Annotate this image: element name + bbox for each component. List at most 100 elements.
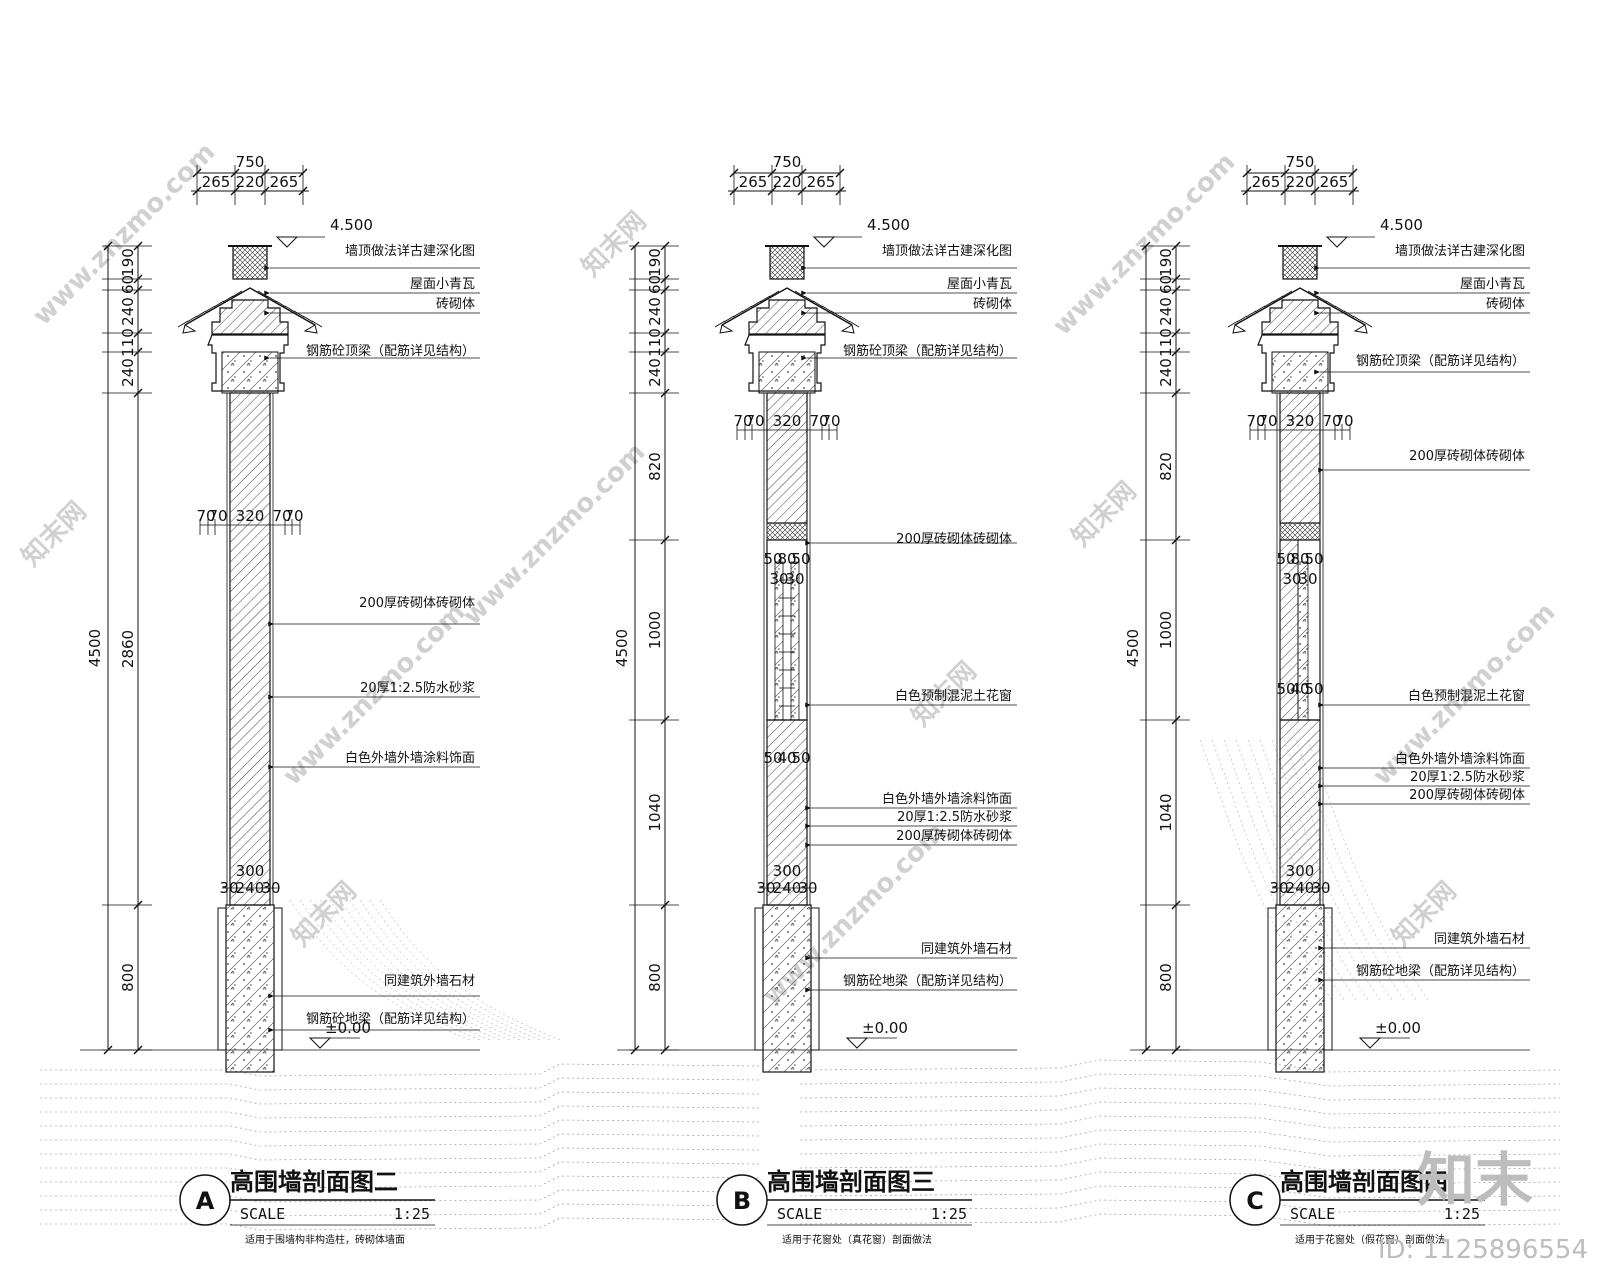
dim-upper-part: 70	[733, 412, 752, 430]
wall-cap-block	[769, 245, 805, 280]
window-lintel	[766, 522, 808, 541]
contour-line	[40, 1105, 761, 1119]
brand-watermark: 知末 ID: 1125896554	[1378, 1146, 1588, 1265]
tile-right	[311, 320, 323, 328]
brick-wall	[229, 392, 271, 906]
dim-top-part: 220	[773, 173, 802, 191]
material-note: 钢筋砼地梁（配筋详见结构）	[843, 973, 1012, 989]
elevation-zero-marker	[1358, 1037, 1382, 1049]
dim-upper-part: 70	[745, 412, 764, 430]
contour-line	[799, 1143, 1561, 1157]
dimension-tick	[133, 388, 143, 398]
dimension-tick	[133, 274, 143, 284]
elevation-zero-marker	[308, 1037, 332, 1049]
tile-right	[1352, 315, 1364, 323]
material-note: 屋面小青瓦	[947, 277, 1012, 292]
dimension-tick	[1242, 168, 1252, 178]
contour-line	[1295, 739, 1417, 1001]
contour-line	[40, 1063, 761, 1077]
dimension-tick	[260, 168, 270, 178]
beam-frame	[744, 334, 826, 392]
beam-frame	[1257, 334, 1339, 392]
ground-beam	[1275, 904, 1325, 1073]
dim-total-height: 4500	[613, 629, 631, 667]
contour-line	[369, 899, 551, 1041]
dim-top-total: 750	[1286, 153, 1315, 171]
dim-base-part: 30	[219, 879, 238, 897]
dimension-tick	[1280, 186, 1290, 196]
tile-left	[750, 300, 762, 308]
section-title: 高围墙剖面图四	[1280, 1168, 1448, 1196]
dimension-tick	[660, 715, 670, 725]
contour-line	[40, 1091, 761, 1105]
dimension-tick	[133, 285, 143, 295]
dim-window-top: 50	[1276, 550, 1295, 568]
dim-window-top: 50	[763, 550, 782, 568]
dimension-tick	[230, 168, 240, 178]
tile-right	[1307, 290, 1319, 298]
brand-logo-text: 知末	[1417, 1146, 1533, 1214]
dimension-tick	[192, 186, 202, 196]
tile-right	[839, 315, 851, 323]
dim-window-top: 50	[1304, 550, 1323, 568]
watermark-text: 知末网	[1066, 476, 1142, 552]
dim-segment: 800	[119, 963, 137, 992]
tile-left	[768, 290, 780, 298]
contour-line	[309, 899, 491, 1041]
scale-label: SCALE	[240, 1205, 285, 1223]
dim-top-part: 265	[1252, 173, 1281, 191]
dimension-tick	[133, 900, 143, 910]
contour-line	[1223, 739, 1345, 1001]
wall-cap-block	[1282, 245, 1318, 280]
roof-eave	[1232, 324, 1368, 334]
section-id: C	[1246, 1187, 1264, 1215]
dim-window-bottom: 50	[763, 749, 782, 767]
contour-line	[799, 1115, 1561, 1129]
dimension-tick	[660, 347, 670, 357]
tile-right	[821, 305, 833, 313]
concrete-top-beam	[221, 351, 279, 394]
contour-line	[799, 1171, 1561, 1185]
dimension-tick	[192, 168, 202, 178]
dim-window-top: 50	[791, 550, 810, 568]
contour-line	[40, 1161, 761, 1175]
dim-segment: 190	[646, 248, 664, 277]
dimension-tick	[729, 186, 739, 196]
dim-top-total: 750	[236, 153, 265, 171]
dim-window-top2: 30	[1298, 570, 1317, 588]
dim-upper-part: 70	[272, 507, 291, 525]
dimension-tick	[660, 388, 670, 398]
material-note: 墙顶做法详古建深化图	[882, 244, 1012, 259]
material-note: 白色预制混泥土花窗	[1408, 688, 1525, 704]
dim-total-height: 4500	[1124, 629, 1142, 667]
contour-line	[799, 1101, 1561, 1115]
window-lintel	[1279, 522, 1321, 541]
dim-base-total: 300	[236, 862, 265, 880]
material-note: 钢筋砼顶梁（配筋详见结构）	[1356, 353, 1525, 369]
dim-top-part: 265	[739, 173, 768, 191]
dim-segment: 60	[1157, 275, 1175, 294]
dimension-tick	[1171, 274, 1181, 284]
section-title: 高围墙剖面图二	[230, 1168, 398, 1196]
tile-left	[1227, 320, 1239, 328]
material-note: 白色预制混泥土花窗	[895, 688, 1012, 704]
scale-label: SCALE	[1290, 1205, 1335, 1223]
elevation-top-label: 4.500	[867, 216, 910, 234]
section-subtitle: 适用于花窗处（真花窗）剖面做法	[782, 1233, 932, 1246]
tile-left	[204, 305, 216, 313]
image-id-text: ID: 1125896554	[1378, 1235, 1588, 1265]
material-note: 同建筑外墙石材	[921, 941, 1012, 957]
brick-head	[1261, 299, 1339, 335]
contour-line	[40, 1189, 761, 1203]
elevation-top-label: 4.500	[330, 216, 373, 234]
watermark-text: 知末网	[576, 206, 652, 282]
tile-left	[186, 315, 198, 323]
contour-line	[40, 1133, 761, 1147]
dim-upper-part: 70	[1246, 412, 1265, 430]
dimension-tick	[1171, 285, 1181, 295]
contour-line	[339, 899, 521, 1041]
material-note: 同建筑外墙石材	[1434, 931, 1525, 947]
tile-right	[302, 315, 314, 323]
dim-segment: 2860	[119, 630, 137, 668]
